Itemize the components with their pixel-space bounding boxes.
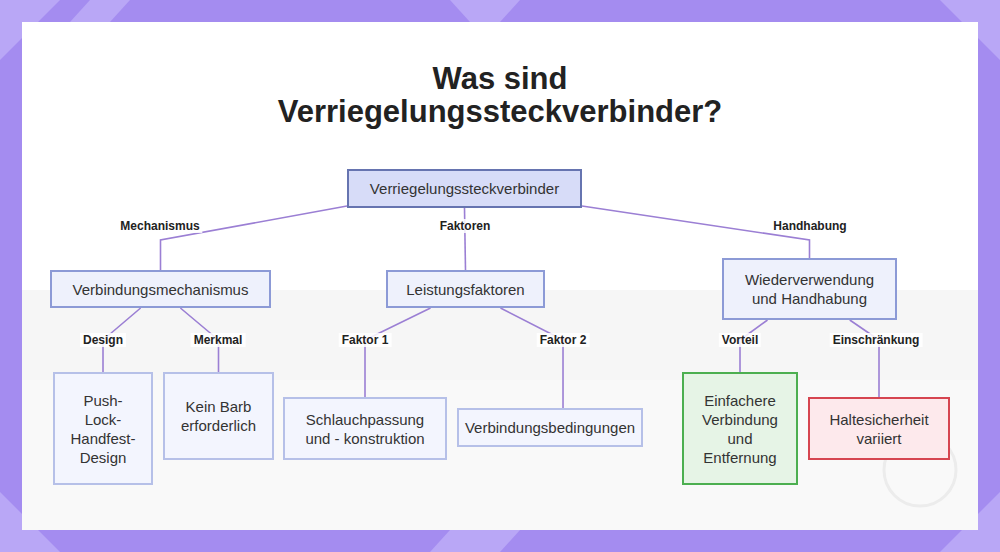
concept-box: Verriegelungssteckverbinder	[347, 169, 582, 208]
edge-label: Merkmal	[191, 333, 246, 347]
edge-label: Faktor 1	[339, 333, 392, 347]
node-label: Kein Barb erforderlich	[179, 397, 258, 435]
concept-box: Verbindungsbedingungen	[457, 408, 643, 447]
corner-stripe	[70, 0, 130, 22]
concept-box: Einfachere Verbindung und Entfernung	[682, 372, 798, 485]
tree-connector	[365, 308, 431, 397]
edge-label: Faktor 2	[537, 333, 590, 347]
white-panel	[22, 22, 978, 530]
edge-label: Handhabung	[770, 219, 849, 233]
concept-box: Haltesicherheit variiert	[808, 397, 950, 460]
node-label: Verriegelungssteckverbinder	[370, 179, 559, 198]
node-label: Schlauchpassung und - konstruktion	[297, 410, 433, 448]
corner-stripe	[430, 530, 520, 552]
node-label: Haltesicherheit variiert	[822, 410, 936, 448]
tree-connector	[850, 320, 879, 397]
tree-connector	[161, 206, 348, 270]
concept-box: Push-Lock-Handfest-Design	[53, 372, 153, 485]
node-label: Wiederverwendung und Handhabung	[734, 270, 885, 308]
concept-box: Wiederverwendung und Handhabung	[722, 258, 897, 320]
node-label: Push-Lock-Handfest-Design	[70, 391, 135, 467]
diagram-title: Was sind Verriegelungssteckverbinder?	[220, 62, 780, 128]
edge-label: Vorteil	[719, 333, 761, 347]
tree-connector	[465, 208, 466, 270]
tree-connector	[500, 308, 563, 408]
concept-box: Kein Barb erforderlich	[163, 372, 274, 460]
edge-label: Mechanismus	[117, 219, 202, 233]
node-label: Leistungsfaktoren	[406, 280, 524, 299]
node-label: Einfachere Verbindung und Entfernung	[696, 391, 784, 467]
edge-label: Design	[80, 333, 126, 347]
corner-stripe	[450, 0, 520, 22]
concept-box: Verbindungsmechanismus	[50, 270, 271, 308]
concept-box: Schlauchpassung und - konstruktion	[283, 397, 447, 460]
edge-label: Einschränkung	[830, 333, 923, 347]
concept-box: Leistungsfaktoren	[386, 270, 545, 308]
node-label: Verbindungsmechanismus	[73, 280, 249, 299]
edge-label: Faktoren	[437, 219, 494, 233]
node-label: Verbindungsbedingungen	[465, 418, 635, 437]
